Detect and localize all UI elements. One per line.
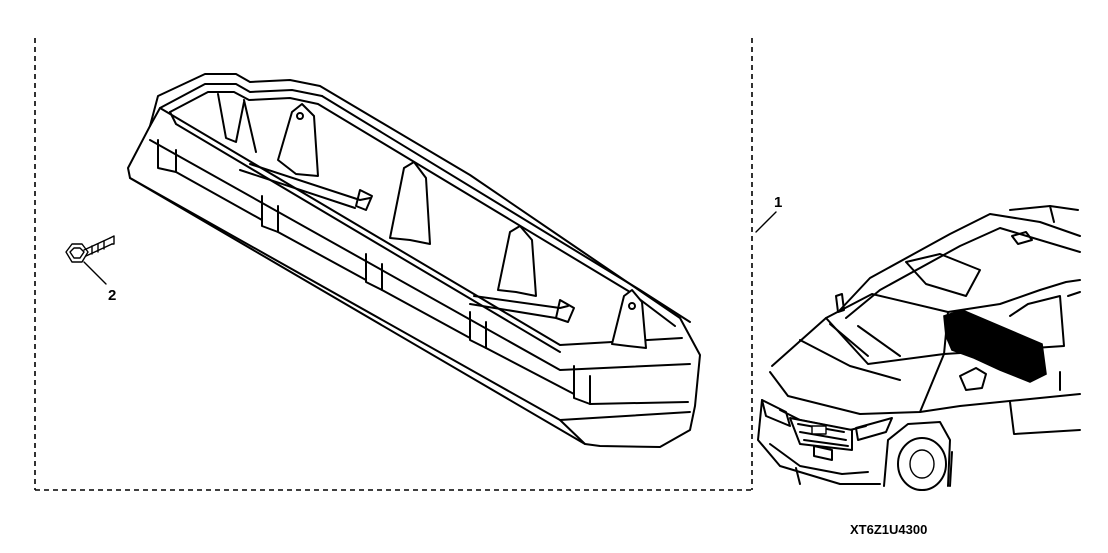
callout-label-bolt: 2 bbox=[108, 287, 116, 304]
callout-label-kit: 1 bbox=[774, 194, 782, 211]
leader-line-kit bbox=[755, 211, 777, 233]
callout-kit: 1 bbox=[755, 194, 782, 233]
leader-line-bolt bbox=[83, 261, 107, 285]
vehicle-icon bbox=[757, 205, 1081, 491]
install-location-highlight bbox=[943, 309, 1047, 383]
storage-tray-icon bbox=[127, 73, 701, 448]
kit-boundary bbox=[34, 38, 753, 491]
reference-code: XT6Z1U4300 bbox=[850, 522, 927, 537]
mounting-bolt-icon bbox=[65, 235, 115, 263]
callout-bolt: 2 bbox=[83, 261, 116, 304]
